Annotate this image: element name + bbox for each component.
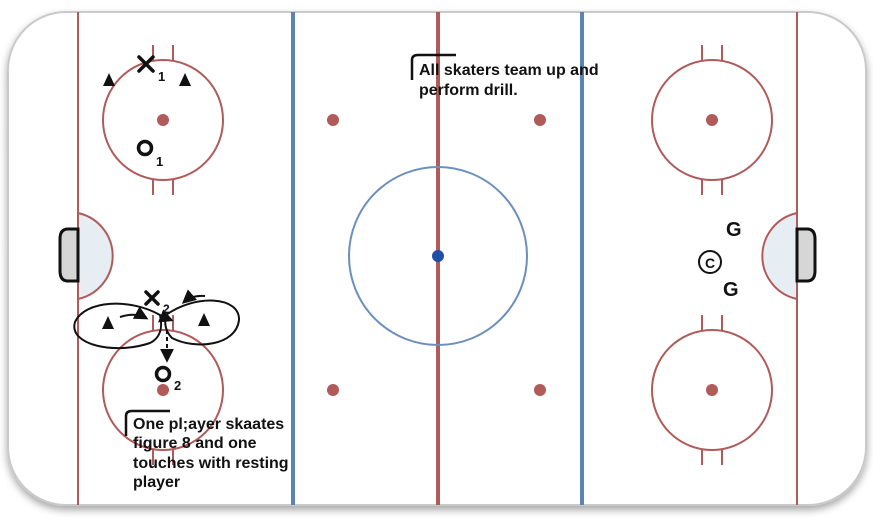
note-bottom-line: One pl;ayer skaates <box>133 416 284 433</box>
player-x2: 2 <box>144 290 170 316</box>
player-o1-number: 1 <box>156 154 163 169</box>
faceoff-circle-top-right <box>651 45 773 195</box>
note-bottom: One pl;ayer skaates figure 8 and one tou… <box>124 409 289 491</box>
neutral-zone-dot <box>327 384 339 396</box>
faceoff-circle-top-left <box>102 45 224 195</box>
player-o2: 2 <box>154 365 181 393</box>
skating-arrow <box>119 306 149 320</box>
player-x2-number: 2 <box>163 302 170 316</box>
player-x1-number: 1 <box>158 69 165 84</box>
coach-marker: C <box>698 250 722 274</box>
center-faceoff-dot <box>432 250 444 262</box>
coach-label: C <box>705 255 715 271</box>
neutral-zone-dot <box>534 114 546 126</box>
note-top-line: All skaters team up and <box>419 62 599 79</box>
player-x1: 1 <box>137 55 165 84</box>
left-goal-crease <box>77 211 114 301</box>
note-top: All skaters team up and perform drill. <box>410 53 599 99</box>
skating-arrow <box>181 289 206 304</box>
goalie-bottom: G <box>723 279 739 301</box>
faceoff-circle-bottom-right <box>651 315 773 465</box>
right-goal-crease <box>761 211 798 301</box>
player-o2-number: 2 <box>174 378 181 393</box>
neutral-zone-dot <box>534 384 546 396</box>
note-top-line: perform drill. <box>419 82 518 99</box>
note-bottom-line: player <box>133 474 180 491</box>
center-circle <box>348 166 528 346</box>
faceoff-dot <box>157 384 169 396</box>
skating-arrow <box>158 309 174 323</box>
faceoff-dot <box>706 384 718 396</box>
cone-marker <box>179 73 191 86</box>
right-goal-net <box>795 227 817 283</box>
figure-8-skating-path <box>73 299 241 350</box>
note-bottom-line: touches with resting <box>133 455 289 472</box>
cone-marker <box>198 313 210 326</box>
note-bottom-line: figure 8 and one <box>133 435 257 452</box>
faceoff-circle-bottom-left <box>102 315 224 465</box>
cone-marker <box>103 73 115 86</box>
goalie-top: G <box>726 219 742 241</box>
faceoff-dot <box>157 114 169 126</box>
left-goal-net <box>58 227 80 283</box>
neutral-zone-dot <box>327 114 339 126</box>
cone-marker <box>102 316 114 329</box>
player-o1: 1 <box>136 139 163 169</box>
faceoff-dot <box>706 114 718 126</box>
